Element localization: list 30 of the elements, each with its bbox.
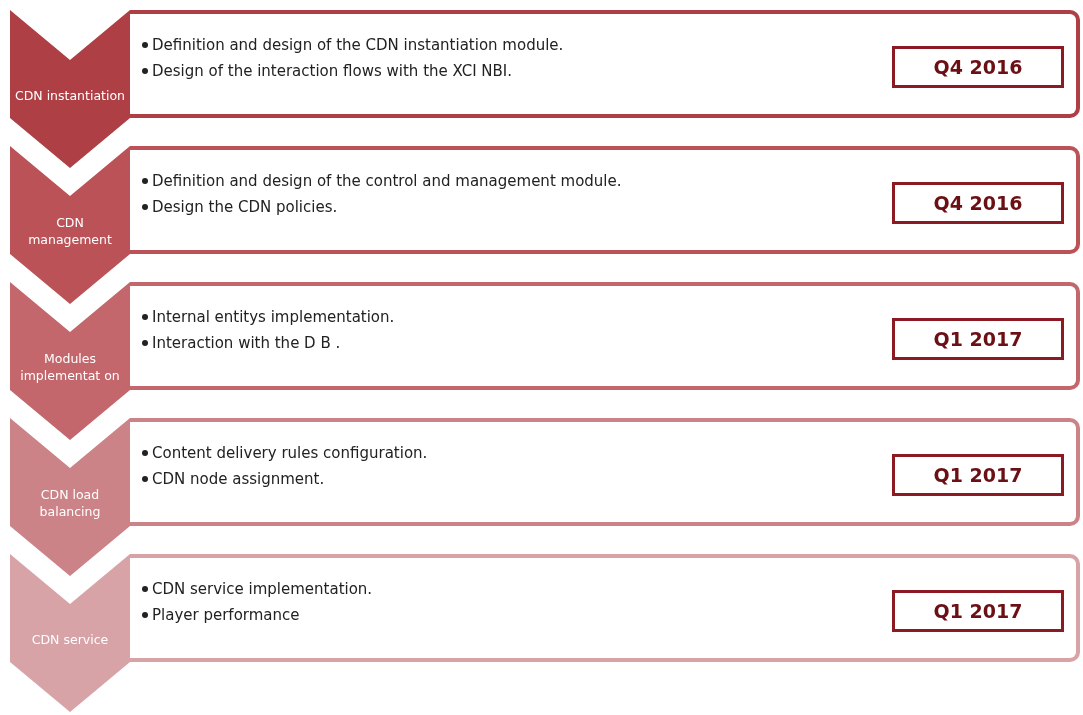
task-text: CDN node assignment. bbox=[152, 469, 325, 490]
date-box: Q1 2017 bbox=[892, 318, 1064, 360]
chevron-step bbox=[10, 146, 130, 306]
step-label: CDN load balancing bbox=[38, 486, 102, 520]
task-text: Definition and design of the control and management module. bbox=[152, 171, 622, 192]
step-panel bbox=[130, 282, 1080, 390]
date-box: Q1 2017 bbox=[892, 454, 1064, 496]
date-box: Q4 2016 bbox=[892, 46, 1064, 88]
chevron-step bbox=[10, 282, 130, 442]
step-label: CDN management bbox=[27, 214, 113, 248]
date-box: Q1 2017 bbox=[892, 590, 1064, 632]
step-label: Modules implementat on bbox=[19, 350, 121, 384]
task-text: Design the CDN policies. bbox=[152, 197, 338, 218]
chevron-step bbox=[10, 418, 130, 578]
step-panel bbox=[130, 554, 1080, 662]
chevron-step bbox=[10, 554, 130, 714]
task-text: Interaction with the D B . bbox=[152, 333, 341, 354]
date-box: Q4 2016 bbox=[892, 182, 1064, 224]
task-text: Content delivery rules configuration. bbox=[152, 443, 428, 464]
step-panel bbox=[130, 10, 1080, 118]
step-panel bbox=[130, 146, 1080, 254]
chevron-step bbox=[10, 10, 130, 170]
task-text: Design of the interaction flows with the XCI NBI. bbox=[152, 61, 513, 82]
task-text: Player performance bbox=[152, 605, 300, 626]
task-text: Definition and design of the CDN instantiation module. bbox=[152, 35, 564, 56]
task-text: CDN service implementation. bbox=[152, 579, 373, 600]
step-label: CDN service bbox=[30, 630, 110, 648]
step-label: CDN instantiation bbox=[14, 86, 126, 104]
step-panel bbox=[130, 418, 1080, 526]
task-text: Internal entitys implementation. bbox=[152, 307, 395, 328]
